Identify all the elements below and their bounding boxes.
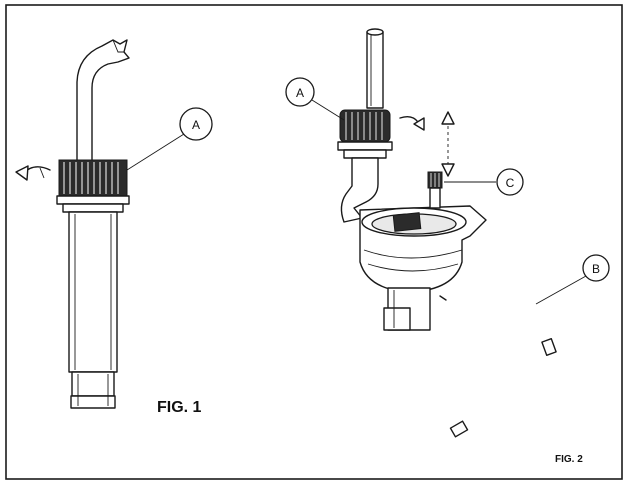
fig2-elbow [340, 157, 379, 223]
fig2-callout-c-label: C [506, 176, 515, 190]
fig1-callout-a-label: A [192, 118, 200, 132]
fig1-callout-a: A [126, 107, 213, 171]
fig2-drawing [337, 28, 563, 461]
fig2-callout-c: C [444, 168, 524, 196]
fig1-drawing [15, 39, 130, 409]
outer-frame [5, 4, 623, 480]
fig1-bent-tube [76, 39, 130, 163]
fig2-callout-b-label: B [592, 262, 600, 276]
fig2-callout-a-label: A [296, 86, 304, 100]
fig1-label: FIG. 1 [157, 399, 202, 416]
fig2-knurled-nut [339, 109, 391, 143]
fig1-knurled-nut [58, 159, 128, 197]
fig2-callout-b: B [535, 254, 610, 305]
fig2-label: FIG. 2 [555, 454, 583, 465]
fig2-callout-a: A [285, 77, 345, 121]
fig2-up-arrow-icon [441, 111, 455, 125]
fig1-shaft [68, 211, 118, 373]
fig2-top-pipe [366, 31, 384, 109]
fig2-rotate-arrow-icon [399, 115, 419, 123]
fig2-down-arrow-icon [441, 163, 455, 177]
